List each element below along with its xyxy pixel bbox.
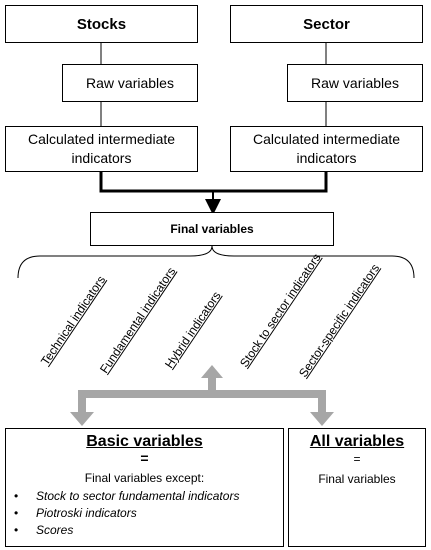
merge-bracket (99, 172, 328, 193)
final-variables-brace (17, 245, 415, 279)
final-variables-title: Final variables (170, 222, 254, 236)
basic-description: Final variables except: (84, 471, 205, 485)
gray-arrow-up-head (201, 365, 223, 378)
basic-variables-title: Basic variables (86, 433, 203, 450)
stocks-title: Stocks (76, 15, 127, 33)
stocks-calculated-indicators-box: Calculated intermediate indicators (5, 126, 198, 172)
all-variables-title: All variables (309, 433, 405, 450)
sector-calc-line1: Calculated intermediate (252, 131, 401, 147)
sector-raw-variables-box: Raw variables (287, 64, 423, 102)
all-description: Final variables (318, 472, 396, 486)
stocks-raw-variables-box: Raw variables (62, 64, 198, 102)
basic-variables-box: Basic variables = Final variables except… (5, 428, 284, 547)
basic-equals: = (140, 450, 149, 466)
gray-arrow-right-head (310, 412, 334, 426)
all-equals: = (353, 452, 361, 466)
gray-arrow-left-head (70, 412, 94, 426)
sector-calculated-indicators-box: Calculated intermediate indicators (230, 126, 423, 172)
stocks-calc-line1: Calculated intermediate (27, 131, 176, 147)
list-item: Scores (6, 522, 283, 539)
basic-exceptions-list: Stock to sector fundamental indicators P… (6, 488, 283, 539)
stocks-raw-label: Raw variables (86, 75, 174, 91)
list-item: Stock to sector fundamental indicators (6, 488, 283, 505)
stocks-box: Stocks (5, 5, 198, 43)
stocks-calc-line2: indicators (71, 150, 132, 166)
sector-box: Sector (230, 5, 423, 43)
sector-title: Sector (303, 15, 350, 33)
sector-calc-line2: indicators (296, 150, 357, 166)
final-variables-box: Final variables (90, 212, 334, 246)
all-variables-box: All variables = Final variables (288, 428, 426, 547)
list-item: Piotroski indicators (6, 505, 283, 522)
gray-bracket (78, 390, 326, 415)
sector-raw-label: Raw variables (311, 75, 399, 91)
